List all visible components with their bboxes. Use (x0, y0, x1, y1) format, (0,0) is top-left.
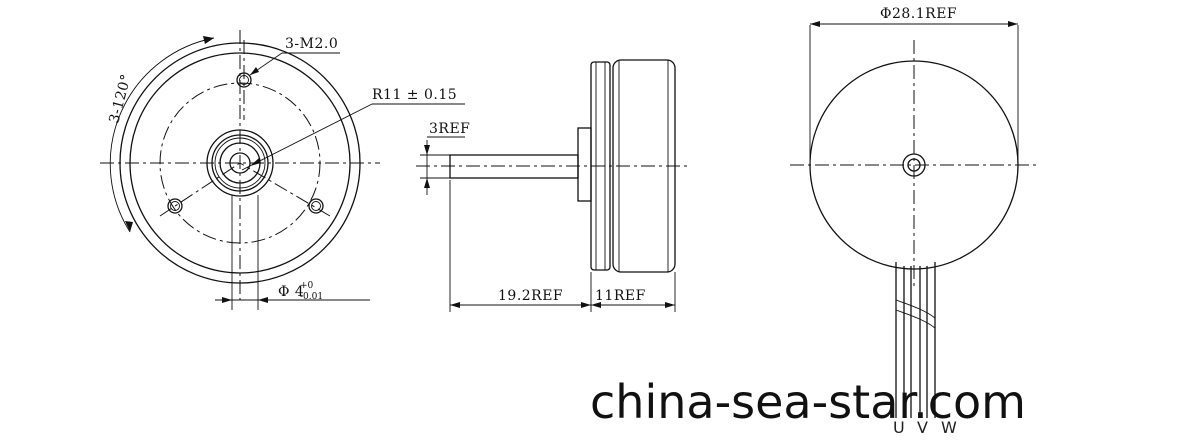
rear-view: Φ28.1REF U V W (790, 6, 1040, 437)
wire-label-u: U (893, 418, 905, 437)
hole-callout: 3-M2.0 (285, 36, 338, 52)
outer-dia-callout: Φ28.1REF (880, 6, 957, 22)
shaft-length-callout: 19.2REF (498, 288, 563, 304)
mount-hole-left-inner (170, 201, 180, 211)
shaft-dia-callout: Φ 4 (278, 284, 304, 300)
shaft-dia-tol-upper: +0 (300, 281, 314, 291)
watermark-text: china-sea-star.com (590, 375, 1026, 429)
mount-hole-left (167, 198, 183, 214)
shaft-dia-tol-lower: -0.01 (300, 292, 323, 302)
wire-label-w: W (941, 418, 957, 437)
shaft-ref-callout: 3REF (429, 121, 470, 137)
wire-label-v: V (917, 418, 928, 437)
body-length-callout: 11REF (595, 288, 646, 304)
front-view: 3-M2.0 R11 ± 0.15 3-120° Φ 4 +0 -0.01 (100, 30, 465, 310)
radius-callout: R11 ± 0.15 (372, 87, 457, 103)
mount-hole-right (308, 198, 324, 214)
angle-callout: 3-120° (106, 72, 134, 125)
side-boss (577, 127, 592, 202)
wire-bundle (895, 262, 936, 418)
mount-hole-right-inner (311, 201, 321, 211)
side-view: 3REF 19.2REF 11REF (416, 59, 690, 312)
